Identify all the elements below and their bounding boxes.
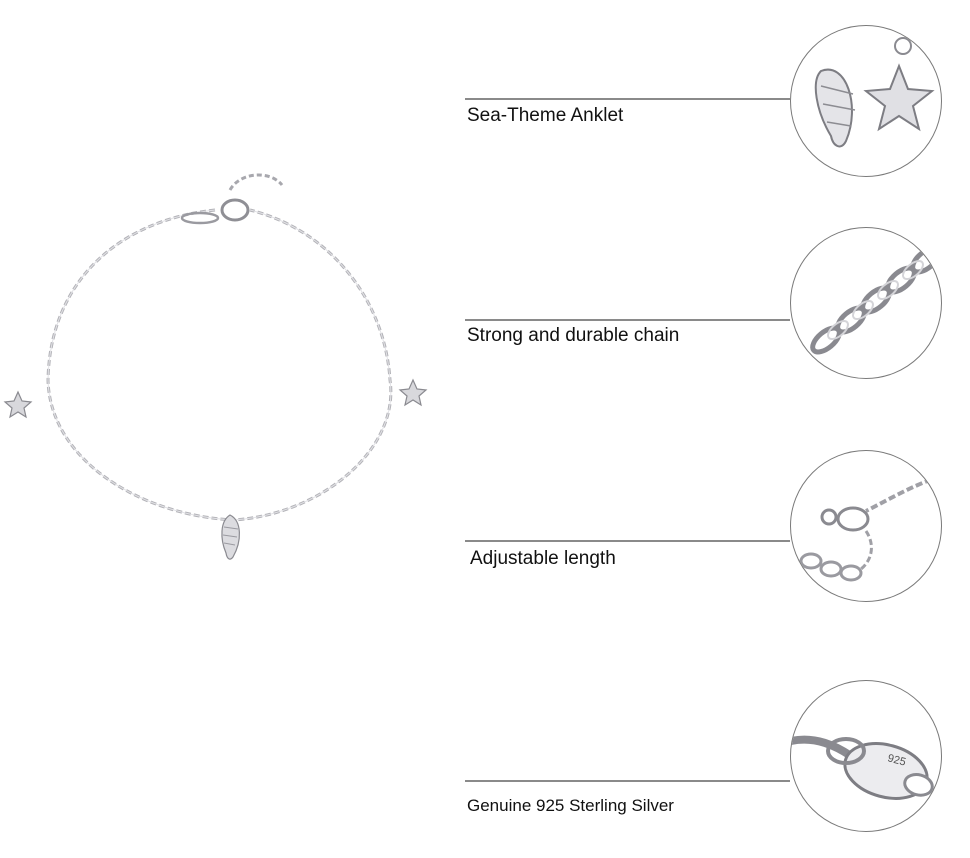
silver-tag-icon: 925	[790, 680, 942, 832]
feature-pointer-line	[465, 540, 790, 542]
feature-row-durable-chain: Strong and durable chain	[0, 227, 970, 387]
anklet-product-image	[0, 160, 440, 580]
feature-pointer-line	[465, 319, 790, 321]
shell-starfish-icon	[790, 25, 942, 177]
feature-row-sea-theme: Sea-Theme Anklet	[0, 25, 970, 185]
feature-pointer-line	[465, 780, 790, 782]
chain-links-icon	[790, 227, 942, 379]
clasp-extender-icon	[790, 450, 942, 602]
feature-row-sterling-silver: Genuine 925 Sterling Silver 925	[0, 680, 970, 840]
feature-label: Sea-Theme Anklet	[467, 105, 624, 126]
feature-row-adjustable-length: Adjustable length	[0, 450, 970, 610]
feature-label: Genuine 925 Sterling Silver	[467, 796, 674, 815]
feature-label: Strong and durable chain	[467, 325, 680, 346]
feature-pointer-line	[465, 98, 790, 100]
feature-label: Adjustable length	[470, 548, 616, 569]
tag-stamp-text: 925	[886, 752, 907, 768]
